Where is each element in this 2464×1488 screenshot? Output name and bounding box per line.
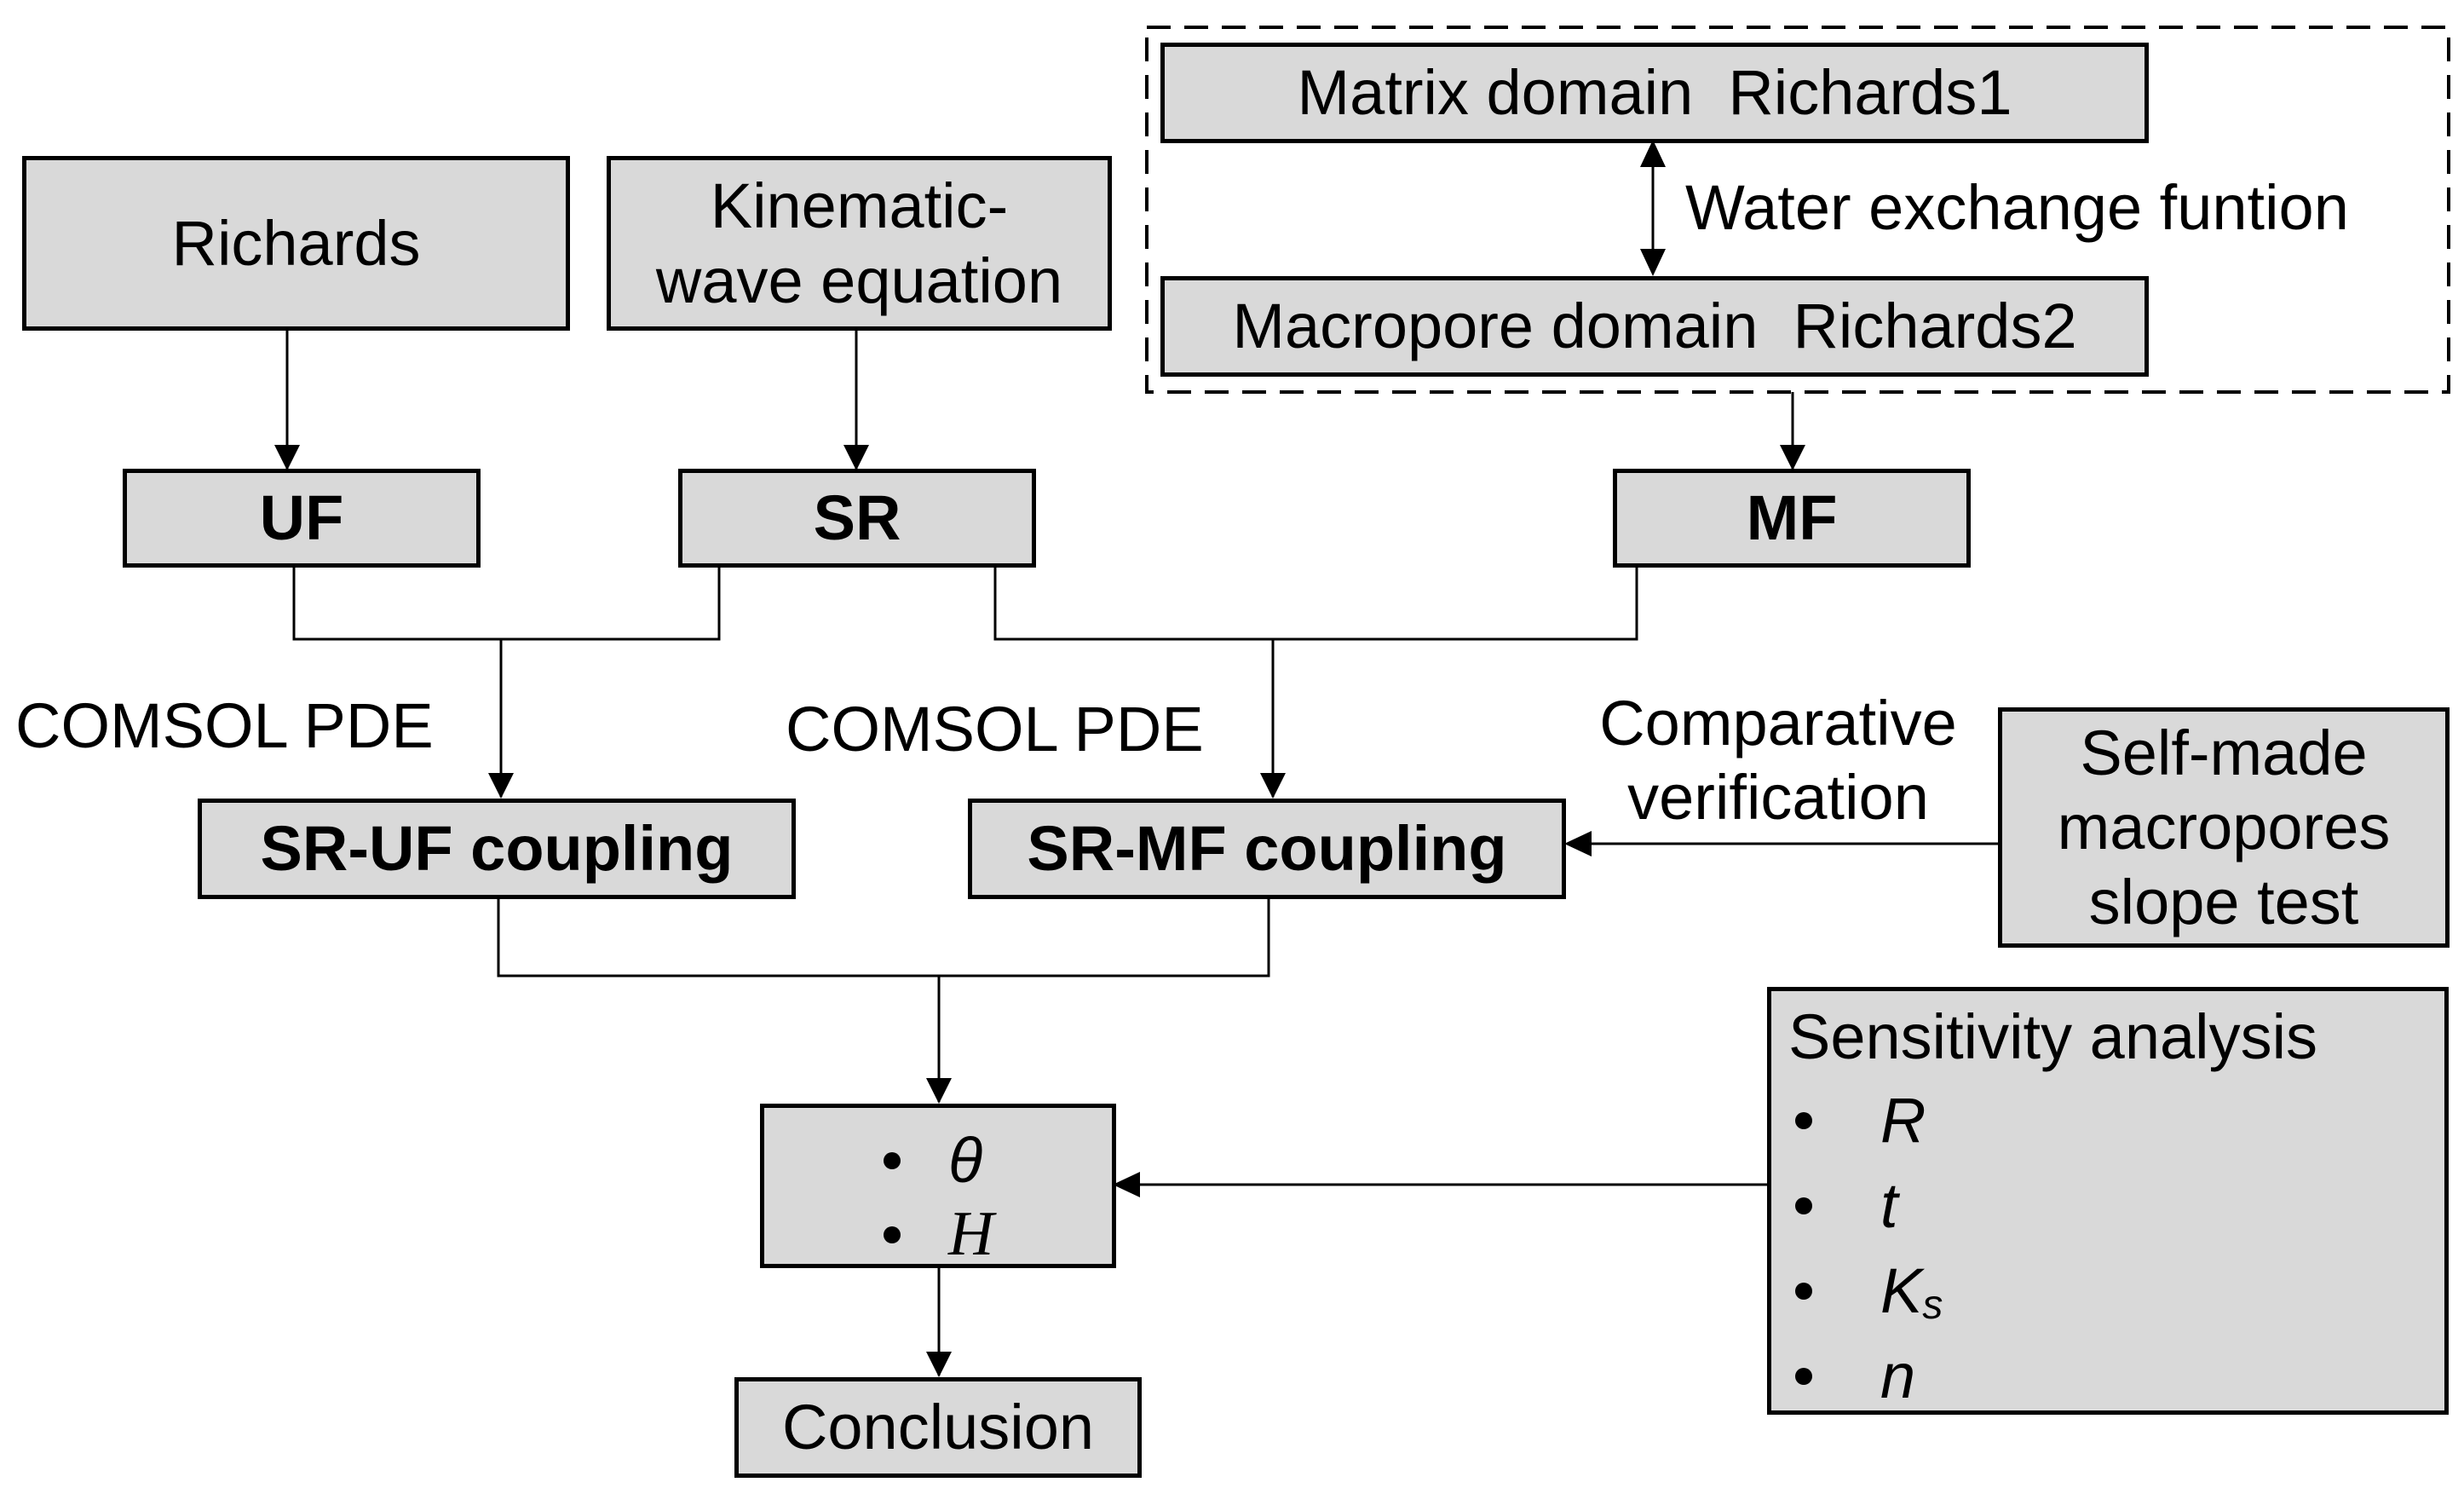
result-item-h: H (884, 1197, 993, 1272)
conclusion-label: Conclusion (781, 1392, 1095, 1463)
r-symbol: R (1880, 1085, 1926, 1156)
sensitivity-item-t: t (1795, 1168, 1898, 1243)
bullet-icon (1795, 1282, 1812, 1300)
sr-label: SR (813, 482, 901, 554)
bullet-icon (1795, 1111, 1812, 1129)
n-symbol: n (1880, 1341, 1916, 1411)
arrowhead-mf (1780, 445, 1805, 470)
comparative-line1: Comparative (1599, 688, 1957, 758)
bullet-icon (1795, 1197, 1812, 1214)
theta-symbol: θ (948, 1125, 983, 1196)
kinematic-label-line1: Kinematic- (710, 170, 1009, 242)
sensitivity-title: Sensitivity analysis (1788, 1001, 2318, 1072)
sensitivity-item-n: n (1795, 1339, 1915, 1413)
dashed-group-border (1145, 26, 2450, 394)
arrowhead-sruf (488, 773, 514, 799)
arrowhead-double-bottom (1640, 249, 1666, 276)
selfmade-line1: Self-made (2080, 718, 2368, 789)
mf-box: MF (1613, 469, 1971, 568)
conclusion-box: Conclusion (734, 1377, 1142, 1478)
sr-uf-coupling-box: SR-UF coupling (198, 799, 796, 899)
macropore-domain-box: Macropore domain Richards2 (1160, 276, 2149, 377)
t-symbol: t (1880, 1170, 1898, 1241)
bullet-icon (1795, 1367, 1812, 1385)
self-made-slope-test-box: Self-made macropores slope test (1998, 707, 2450, 948)
join-uf-sr (292, 568, 721, 641)
arrowhead-srmf-side (1564, 831, 1592, 856)
arrowhead-sr (843, 445, 869, 470)
sr-box: SR (678, 469, 1036, 568)
sr-uf-coupling-label: SR-UF coupling (260, 813, 734, 885)
join-sr-mf (993, 568, 1638, 641)
sr-mf-coupling-box: SR-MF coupling (968, 799, 1566, 899)
bullet-icon (884, 1226, 901, 1243)
matrix-domain-label: Matrix domain Richards1 (1297, 57, 2012, 129)
comparative-verification-label: Comparative verification (1578, 686, 1978, 835)
comsol-pde-mid-label: COMSOL PDE (786, 694, 1204, 764)
uf-box: UF (123, 469, 481, 568)
arrowhead-conclusion (926, 1352, 952, 1377)
h-symbol: H (948, 1199, 994, 1269)
k-symbol: K (1880, 1255, 1923, 1326)
result-box: θ H (760, 1104, 1116, 1269)
matrix-domain-box: Matrix domain Richards1 (1160, 43, 2149, 143)
mf-label: MF (1746, 482, 1838, 554)
sr-mf-coupling-label: SR-MF coupling (1027, 813, 1507, 885)
arrowhead-result (926, 1078, 952, 1104)
water-exchange-label: Water exchange funtion (1685, 172, 2349, 243)
selfmade-line3: slope test (2088, 866, 2359, 937)
k-subscript: s (1922, 1283, 1943, 1329)
kinematic-wave-box: Kinematic- wave equation (607, 156, 1112, 331)
richards-label: Richards (171, 207, 421, 279)
bullet-icon (884, 1151, 901, 1169)
arrowhead-double-top (1640, 140, 1666, 167)
arrowhead-uf (274, 445, 300, 470)
macropore-domain-label: Macropore domain Richards2 (1232, 291, 2077, 362)
result-item-theta: θ (884, 1123, 982, 1197)
kinematic-label-line2: wave equation (655, 245, 1063, 316)
sensitivity-item-r: R (1795, 1083, 1926, 1157)
comsol-pde-left-label: COMSOL PDE (15, 690, 434, 761)
selfmade-line2: macropores (2057, 792, 2391, 863)
comparative-line2: verification (1627, 762, 1929, 833)
arrowhead-result-side (1113, 1172, 1140, 1197)
richards-box: Richards (22, 156, 570, 331)
join-couplings (497, 899, 1270, 978)
uf-label: UF (259, 482, 344, 554)
arrowhead-srmf (1260, 773, 1286, 799)
